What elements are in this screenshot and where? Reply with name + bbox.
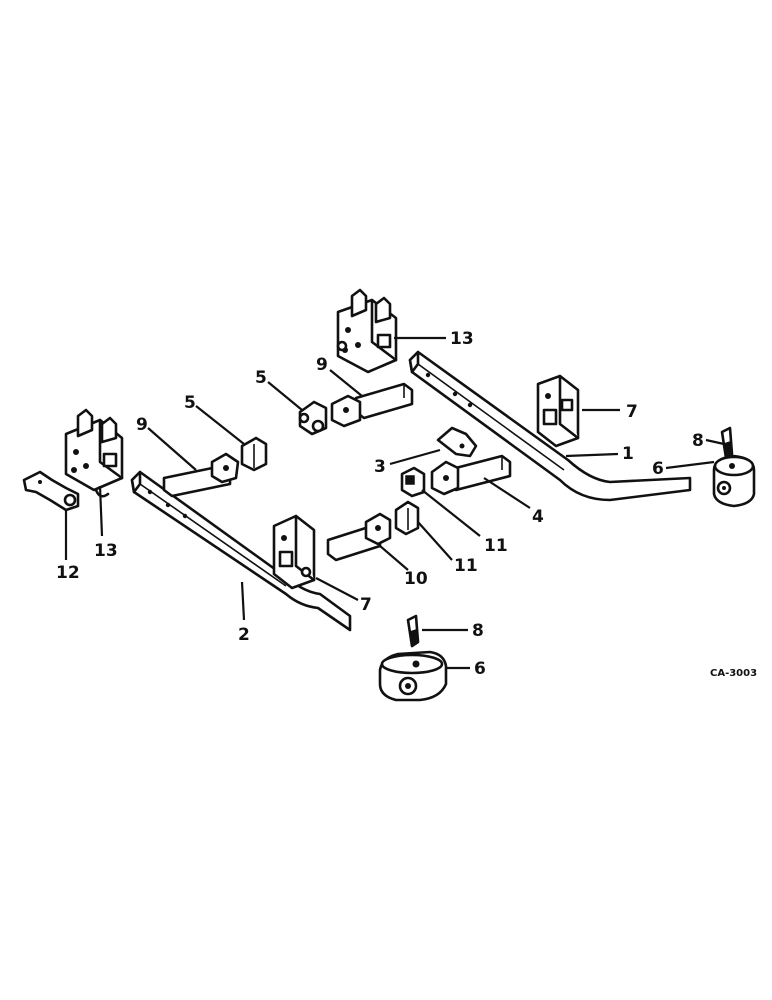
part-9-rod-upper [330, 382, 414, 428]
part-10-rod [326, 512, 392, 562]
part-11-coupler-upper [400, 466, 426, 498]
part-5-block-left [240, 436, 268, 472]
callouts: 13 9 5 5 9 7 1 8 6 3 4 11 11 10 7 2 8 6 … [56, 329, 757, 679]
part-8-pin-right [720, 426, 734, 460]
leader-lines [64, 336, 725, 670]
callout-6-lower: 6 [474, 659, 486, 679]
callout-7-lower: 7 [360, 595, 372, 615]
callout-2: 2 [238, 625, 250, 645]
callout-6-right: 6 [652, 459, 664, 479]
callout-12: 12 [56, 563, 80, 583]
part-11-coupler-lower [394, 500, 420, 536]
part-3-lever [436, 426, 478, 458]
callout-10: 10 [404, 569, 428, 589]
callout-8-lower: 8 [472, 621, 484, 641]
callout-5-left: 5 [184, 393, 196, 413]
part-7-bracket-upper [536, 374, 580, 448]
part-13-valve-left [64, 408, 124, 498]
callout-4: 4 [532, 507, 544, 527]
part-6-clamp-lower [378, 650, 448, 702]
part-9-rod-left [162, 452, 240, 498]
part-12-linkage [22, 470, 80, 512]
part-7-bracket-lower [272, 514, 316, 590]
callout-3: 3 [374, 457, 386, 477]
callout-8-right: 8 [692, 431, 704, 451]
callout-13-upper: 13 [450, 329, 474, 349]
callout-5-center: 5 [255, 368, 267, 388]
callout-9-left: 9 [136, 415, 148, 435]
callout-13-left: 13 [94, 541, 118, 561]
callout-1: 1 [622, 444, 634, 464]
part-13-valve-upper [336, 288, 398, 374]
callout-7-upper: 7 [626, 402, 638, 422]
part-2-bar [130, 470, 352, 632]
part-1-bar [408, 350, 692, 502]
callout-11-upper: 11 [484, 536, 508, 556]
drawing-id-label: CA-3003 [710, 668, 757, 679]
part-6-clamp-right [712, 454, 756, 508]
callout-11-lower: 11 [454, 556, 478, 576]
part-8-pin-lower [406, 614, 420, 648]
part-4-rod [430, 454, 512, 496]
part-5-block-center [298, 400, 328, 436]
callout-9-upper: 9 [316, 355, 328, 375]
